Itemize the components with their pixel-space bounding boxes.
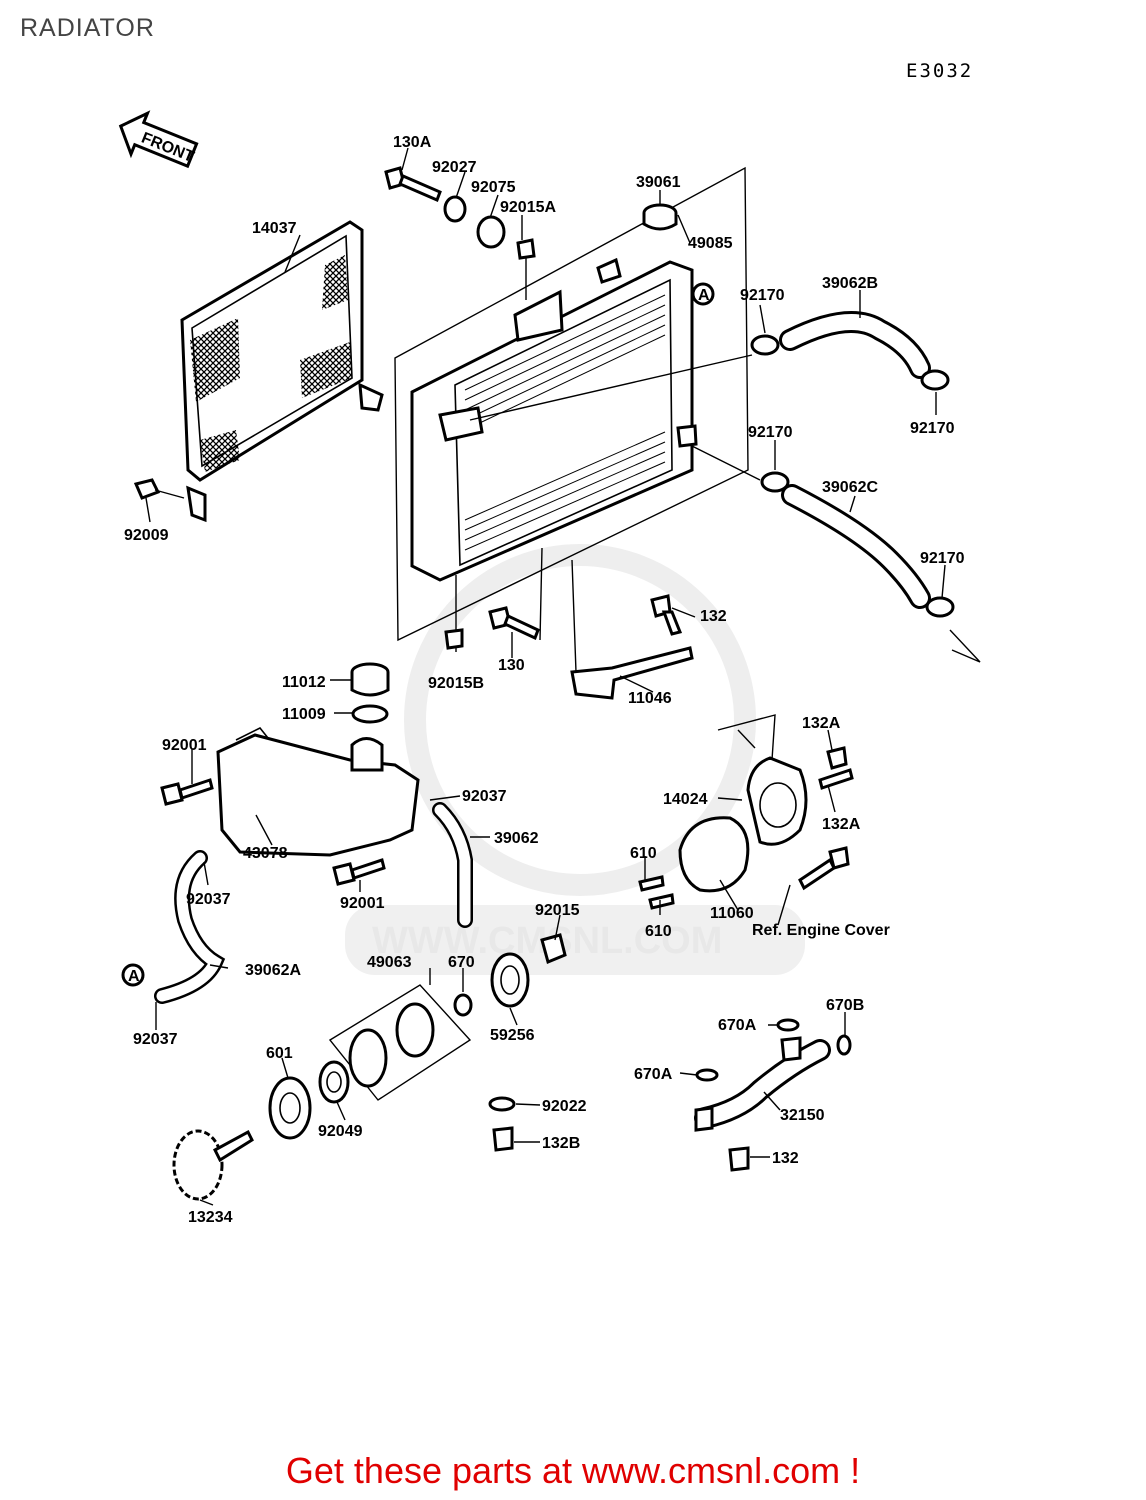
label-92001-a: 92001 bbox=[162, 737, 207, 754]
bolt-132B-part[interactable] bbox=[492, 1126, 514, 1152]
page-title: RADIATOR bbox=[20, 14, 155, 42]
oring-670B-part[interactable] bbox=[836, 1034, 852, 1056]
label-610-a: 610 bbox=[630, 845, 657, 862]
label-130A: 130A bbox=[393, 134, 432, 151]
label-92170-b: 92170 bbox=[910, 420, 955, 437]
label-670B: 670B bbox=[826, 997, 864, 1014]
label-132A-a: 132A bbox=[802, 715, 841, 732]
label-11012: 11012 bbox=[282, 674, 326, 691]
label-92037-a: 92037 bbox=[462, 788, 507, 805]
label-49085: 49085 bbox=[688, 235, 733, 252]
clamp-92170-part[interactable] bbox=[750, 334, 955, 618]
pin-610-part[interactable] bbox=[638, 875, 675, 910]
label-92170-a: 92170 bbox=[740, 287, 785, 304]
label-610-b: 610 bbox=[645, 923, 672, 940]
radiator-39061-part[interactable] bbox=[410, 257, 698, 582]
label-43078: 43078 bbox=[243, 845, 288, 862]
label-92009: 92009 bbox=[124, 527, 169, 544]
label-92001-b: 92001 bbox=[340, 895, 385, 912]
label-92015B: 92015B bbox=[428, 675, 484, 692]
collar-92015-part[interactable] bbox=[540, 933, 567, 965]
footer-promo-link[interactable]: Get these parts at www.cmsnl.com ! bbox=[285, 1450, 861, 1491]
label-132-a: 132 bbox=[700, 608, 727, 625]
label-132A-b: 132A bbox=[822, 816, 861, 833]
radiator-screen-part[interactable] bbox=[180, 220, 384, 523]
seal-11009-part[interactable] bbox=[351, 704, 389, 724]
oring-670-part[interactable] bbox=[453, 993, 473, 1017]
label-leader-lines bbox=[145, 147, 946, 1206]
label-ref-engine-cover: Ref. Engine Cover bbox=[752, 922, 890, 939]
label-14037: 14037 bbox=[252, 220, 297, 237]
label-670A-a: 670A bbox=[718, 1017, 757, 1034]
collar-92027-part[interactable] bbox=[443, 195, 467, 223]
label-39062C: 39062C bbox=[822, 479, 878, 496]
label-92037-b: 92037 bbox=[186, 891, 231, 908]
label-92037-c: 92037 bbox=[133, 1031, 178, 1048]
radiator-cap-49085-part[interactable] bbox=[642, 203, 678, 231]
leader-lines-hoses bbox=[469, 354, 981, 663]
label-32150: 32150 bbox=[780, 1107, 825, 1124]
label-11046: 11046 bbox=[628, 690, 672, 707]
label-92015: 92015 bbox=[535, 902, 580, 919]
seal-kit-49063-part[interactable] bbox=[348, 1002, 435, 1088]
bracket-11046-part[interactable] bbox=[570, 646, 694, 700]
grommet-92075-part[interactable] bbox=[476, 215, 506, 249]
washer-92022-part[interactable] bbox=[488, 1096, 516, 1112]
washer-92049-part[interactable] bbox=[318, 1060, 350, 1104]
seal-59256-part[interactable] bbox=[490, 952, 530, 1008]
label-92022: 92022 bbox=[542, 1098, 587, 1115]
leader-lines-mounts bbox=[455, 547, 577, 673]
label-39062A: 39062A bbox=[245, 962, 301, 979]
label-49063: 49063 bbox=[367, 954, 412, 971]
label-130: 130 bbox=[498, 657, 525, 674]
reservoir-tank-43078-part[interactable] bbox=[216, 726, 420, 857]
label-92075: 92075 bbox=[471, 179, 516, 196]
nut-92015B-part[interactable] bbox=[444, 628, 464, 650]
hose-39062C-part[interactable] bbox=[781, 484, 931, 609]
label-59256: 59256 bbox=[490, 1027, 535, 1044]
bolt-132-lower-part[interactable] bbox=[728, 1146, 750, 1172]
nut-92015A-part[interactable] bbox=[516, 238, 536, 300]
exploded-parts-diagram: WWW.CMSNL.COM FRONT bbox=[118, 110, 981, 1226]
ref-marker-a-icon: A A bbox=[121, 282, 715, 987]
label-39062: 39062 bbox=[494, 830, 539, 847]
pump-outline bbox=[717, 714, 776, 761]
bolt-130-part[interactable] bbox=[488, 606, 540, 641]
assembly-outline bbox=[394, 166, 749, 642]
svg-text:A: A bbox=[698, 287, 710, 304]
label-92049: 92049 bbox=[318, 1123, 363, 1140]
label-39062B: 39062B bbox=[822, 275, 878, 292]
label-13234: 13234 bbox=[188, 1209, 233, 1226]
label-39061: 39061 bbox=[636, 174, 681, 191]
pipe-32150-part[interactable] bbox=[694, 1036, 831, 1132]
hose-39062B-part[interactable] bbox=[779, 311, 931, 379]
svg-text:A: A bbox=[128, 968, 140, 985]
label-132-b: 132 bbox=[772, 1150, 799, 1167]
gasket-11060-part[interactable] bbox=[678, 816, 750, 893]
front-arrow-icon: FRONT bbox=[118, 110, 199, 169]
gear-13234-part[interactable] bbox=[172, 1129, 254, 1201]
hose-39062-part[interactable] bbox=[432, 802, 473, 928]
bearing-601-part[interactable] bbox=[268, 1076, 312, 1140]
label-92027: 92027 bbox=[432, 159, 477, 176]
label-11060: 11060 bbox=[710, 905, 754, 922]
label-132B: 132B bbox=[542, 1135, 580, 1152]
label-92170-c: 92170 bbox=[748, 424, 793, 441]
bolt-130A-part[interactable] bbox=[384, 166, 442, 203]
label-92170-d: 92170 bbox=[920, 550, 965, 567]
hose-39062A-part[interactable] bbox=[154, 850, 226, 1004]
bolt-92009-part[interactable] bbox=[133, 478, 185, 500]
label-92015A: 92015A bbox=[500, 199, 556, 216]
bolt-132-part[interactable] bbox=[650, 594, 683, 636]
pump-cover-14024-part[interactable] bbox=[746, 756, 808, 846]
label-670A-b: 670A bbox=[634, 1066, 673, 1083]
bolt-132A-part[interactable] bbox=[798, 746, 854, 891]
diagram-code: E3032 bbox=[906, 60, 974, 82]
label-14024: 14024 bbox=[663, 791, 708, 808]
reservoir-cap-11012-part[interactable] bbox=[350, 662, 390, 697]
label-11009: 11009 bbox=[282, 706, 326, 723]
label-670: 670 bbox=[448, 954, 475, 971]
bolt-92001-part[interactable] bbox=[160, 778, 386, 886]
label-601: 601 bbox=[266, 1045, 293, 1062]
